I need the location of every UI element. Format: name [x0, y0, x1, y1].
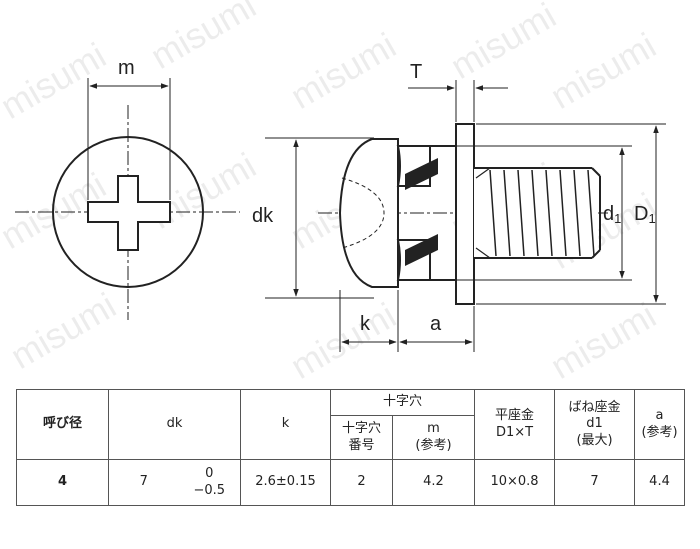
cell-m: 4.2 [391, 459, 476, 506]
cell-k: 2.6±0.15 [240, 459, 331, 506]
watermark: misumi [284, 24, 403, 117]
watermark: misumi [0, 34, 113, 127]
dk-label: dk [252, 205, 274, 227]
flat-washer [455, 123, 475, 305]
k-label: k [360, 313, 371, 335]
header-nominal: 呼び径 [16, 389, 109, 460]
side-view: dk k a T d1 D1 [252, 61, 666, 352]
threaded-shank [474, 167, 601, 259]
cell-dk: 7 [108, 459, 179, 506]
watermark: misumi [544, 294, 663, 387]
D1-label: D1 [634, 203, 656, 226]
watermark: misumi [284, 294, 403, 387]
watermark: misumi [544, 24, 663, 117]
watermark: misumi [444, 0, 563, 87]
a-label: a [430, 313, 442, 335]
spring-washer [396, 145, 438, 281]
watermark: misumi [144, 0, 263, 77]
header-spring-washer: ばね座金 d1 (最大) [554, 389, 636, 460]
header-a: a (参考) [634, 389, 686, 460]
T-label: T [410, 61, 422, 83]
header-dk: dk [108, 389, 241, 460]
cell-a: 4.4 [634, 459, 686, 506]
header-k: k [240, 389, 331, 460]
screw-drawing: misumi misumi misumi misumi misumi misum… [0, 0, 666, 387]
header-cross-no: 十字穴 番号 [330, 415, 393, 460]
header-m: m (参考) [391, 415, 476, 460]
top-view: m [15, 57, 240, 320]
spec-table: 呼び径 dk k 十字穴 平座金 D1×T ばね座金 d1 (最大) a (参考… [16, 389, 686, 506]
header-flat-washer: 平座金 D1×T [474, 389, 556, 460]
cell-spring-washer: 7 [554, 459, 636, 506]
screw-head [338, 138, 399, 288]
cell-flat-washer: 10×0.8 [474, 459, 556, 506]
m-label: m [118, 57, 135, 79]
header-cross-recess: 十字穴 [329, 389, 476, 416]
cell-cross-no: 2 [330, 459, 393, 506]
cross-recess [87, 175, 171, 251]
watermark: misumi [4, 284, 123, 377]
cell-nominal: 4 [16, 459, 109, 506]
d1-label: d1 [603, 203, 621, 226]
cell-dk-tolerance: 0 −0.5 [178, 459, 241, 506]
